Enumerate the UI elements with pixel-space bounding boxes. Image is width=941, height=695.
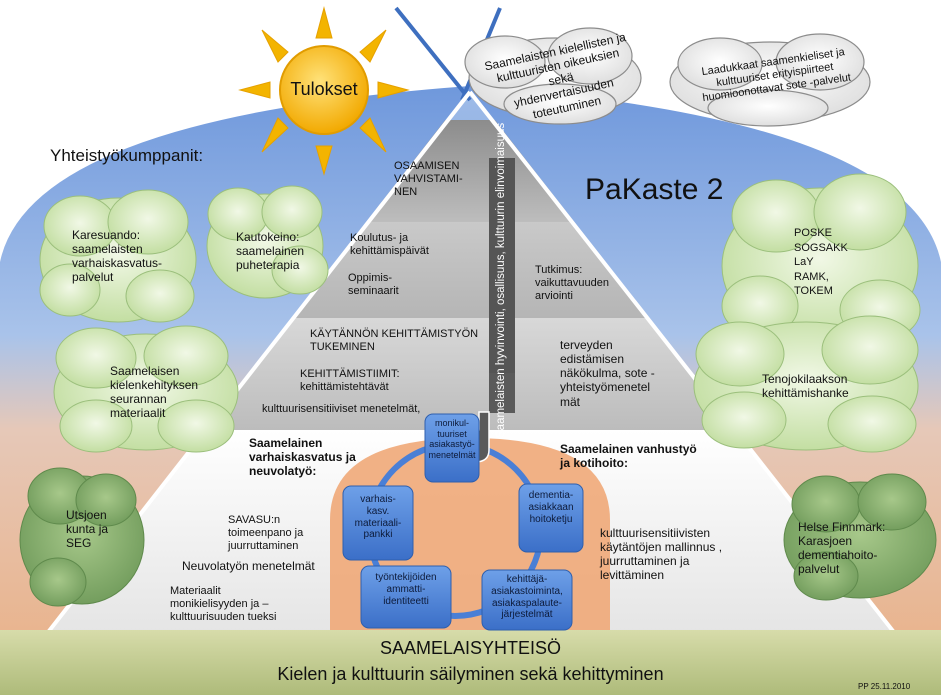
- partner-materials: Saamelaisen kielenkehityksen seurannan m…: [110, 364, 199, 421]
- cycle-box-4-shape: [360, 565, 452, 629]
- cycle-box-5-label: varhais- kasv. materiaali- pankki: [354, 494, 402, 541]
- neuvola-text: Neuvolatyön menetelmät: [182, 559, 315, 573]
- tier2-title: KÄYTÄNNÖN KEHITTÄMISTYÖN TUKEMINEN: [310, 328, 479, 353]
- early-education-heading: Saamelainen varhaiskasvatus ja neuvolaty…: [249, 436, 356, 479]
- partner-helse: Helse Finnmark: Karasjoen dementiahoito-…: [798, 520, 886, 577]
- tier1-training: Koulutus- ja kehittämispäivät: [350, 232, 429, 257]
- project-title: PaKaste 2: [585, 173, 724, 206]
- partner-cloud-materials-shape: [53, 325, 239, 453]
- cycle-box-5-shape: [342, 485, 414, 561]
- tier1-title: OSAAMISEN VAHVISTAMI- NEN: [394, 160, 463, 198]
- partner-cloud-teno-shape: [693, 315, 919, 453]
- partner-cloud-utsjoki-shape: [19, 467, 145, 607]
- partner-teno: Tenojokilaakson kehittämishanke: [762, 372, 849, 401]
- vertical-banner-text: Saamelaisten hyvinvointi, osallisuus, ku…: [495, 122, 508, 438]
- partner-cloud-research-shape: [721, 173, 921, 345]
- cycle-box-2-label: dementia- asiakkaan hoitoketju: [528, 490, 574, 525]
- cycle-box-1-shape: [424, 413, 480, 483]
- tier1-research: Tutkimus: vaikuttavuuden arviointi: [535, 264, 609, 302]
- partner-research: POSKE SOGSAKK LaY RAMK, TOKEM: [794, 227, 848, 298]
- vertical-banner-bg: [489, 158, 515, 373]
- community-title: SAAMELAISYHTEISÖ: [379, 638, 562, 658]
- modeling-text: kulttuurisensitiivisten käytäntöjen mall…: [600, 526, 723, 583]
- cycle-box-4-label: työntekijöiden ammatti- identiteetti: [375, 572, 437, 607]
- footer-note: PP 25.11.2010: [858, 682, 911, 691]
- partners-heading: Yhteistyökumppanit:: [50, 146, 204, 165]
- partner-cloud-kautokeino-shape: [206, 185, 329, 299]
- community-subtitle: Kielen ja kulttuurin säilyminen sekä keh…: [277, 664, 664, 684]
- tier2-health: terveyden edistämisen näkökulma, sote - …: [560, 338, 655, 409]
- tier2-teams: KEHITTÄMISTIIMIT: kehittämistehtävät: [300, 368, 400, 393]
- ground-band: [0, 630, 941, 695]
- cycle-box-1-label: monikul- tuuriset asiakastyö- menetelmät: [428, 418, 476, 460]
- elderly-care-heading: Saamelainen vanhustyö ja kotihoito:: [560, 442, 697, 471]
- savasu-text: SAVASU:n toimeenpano ja juurruttaminen: [228, 514, 304, 552]
- goal-cloud-1-shape: [464, 27, 642, 125]
- cycle-box-3-shape: [481, 569, 573, 631]
- cycle-box-2-shape: [518, 483, 584, 553]
- cycle-box-3-label: kehittäjä- asiakastoiminta, asiakaspalau…: [491, 574, 563, 621]
- tier2-methods: kulttuurisensitiiviset menetelmät,: [262, 403, 421, 415]
- results-label: Tulokset: [290, 79, 358, 99]
- partner-utsjoki: Utsjoen kunta ja SEG: [66, 508, 109, 551]
- partner-karesuando: Karesuando: saamelaisten varhaiskasvatus…: [72, 228, 163, 285]
- partner-cloud-helse-shape: [783, 473, 937, 601]
- sun-graphic: [238, 6, 410, 176]
- vertical-banner-bg-lower: [489, 373, 515, 413]
- goal-cloud-2-shape: [669, 33, 871, 127]
- partner-cloud-karesuando-shape: [39, 189, 197, 323]
- materials-text: Materiaalit monikielisyyden ja – kulttuu…: [170, 585, 277, 623]
- partner-kautokeino: Kautokeino: saamelainen puheterapia: [236, 230, 305, 273]
- tent-pole-left: [394, 6, 472, 102]
- tier1-seminars: Oppimis- seminaarit: [348, 272, 399, 297]
